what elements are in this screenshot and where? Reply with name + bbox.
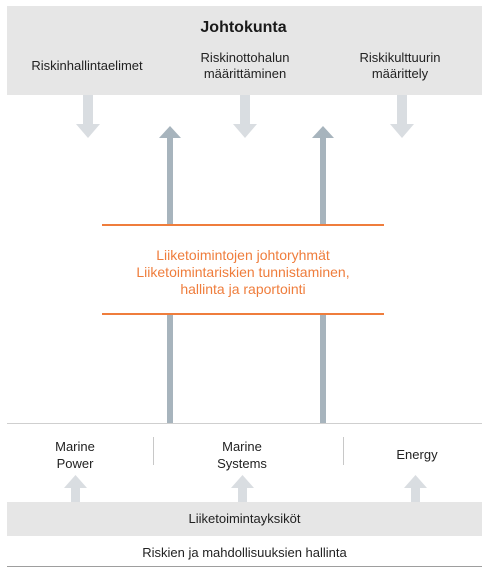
unit-energy: Energy: [362, 446, 472, 463]
top-item-risk-culture-line1: Riskikulttuurin: [359, 50, 441, 65]
middle-line2: Liiketoimintariskien tunnistaminen,: [136, 264, 350, 280]
middle-line1: Liiketoimintojen johtoryhmät: [156, 247, 330, 263]
units-top-line: [7, 423, 482, 424]
unit-marine-systems-line2: Systems: [217, 456, 267, 471]
up-arrow-shaft: [167, 314, 173, 424]
down-arrow-icon: [76, 95, 100, 138]
unit-separator: [153, 437, 154, 465]
board-title: Johtokunta: [200, 19, 287, 36]
top-item-risk-culture: Riskikulttuurin määrittely: [325, 50, 475, 82]
footer-line: [7, 566, 482, 567]
orange-divider-bottom: [102, 313, 384, 315]
unit-marine-power-line2: Power: [56, 456, 94, 471]
business-management-teams: Liiketoimintojen johtoryhmät Liiketoimin…: [102, 247, 384, 298]
orange-divider-top: [102, 224, 384, 226]
up-arrow-shaft: [320, 314, 326, 424]
unit-marine-power: Marine Power: [20, 438, 130, 472]
top-item-risk-bodies: Riskinhallintaelimet: [12, 58, 162, 74]
up-arrow-icon: [231, 475, 254, 502]
board-panel: [7, 6, 482, 95]
top-item-risk-appetite-line2: määrittäminen: [203, 66, 287, 81]
top-item-risk-culture-line2: määrittely: [371, 66, 429, 81]
top-item-risk-appetite: Riskinottohalun määrittäminen: [170, 50, 320, 82]
top-item-risk-bodies-label: Riskinhallintaelimet: [31, 58, 143, 73]
middle-line3: hallinta ja raportointi: [180, 281, 306, 297]
up-arrow-icon: [159, 126, 181, 224]
business-units-band: [7, 502, 482, 536]
unit-marine-power-line1: Marine: [55, 439, 95, 454]
risk-management-label: Riskien ja mahdollisuuksien hallinta: [142, 545, 347, 560]
up-arrow-icon: [312, 126, 334, 224]
unit-marine-systems: Marine Systems: [187, 438, 297, 472]
up-arrow-icon: [404, 475, 427, 502]
business-units-label: Liiketoimintayksiköt: [188, 511, 301, 526]
down-arrow-icon: [390, 95, 414, 138]
unit-separator: [343, 437, 344, 465]
unit-marine-systems-line1: Marine: [222, 439, 262, 454]
unit-energy-label: Energy: [396, 447, 438, 462]
top-item-risk-appetite-line1: Riskinottohalun: [200, 50, 290, 65]
up-arrow-icon: [64, 475, 87, 502]
down-arrow-icon: [233, 95, 257, 138]
